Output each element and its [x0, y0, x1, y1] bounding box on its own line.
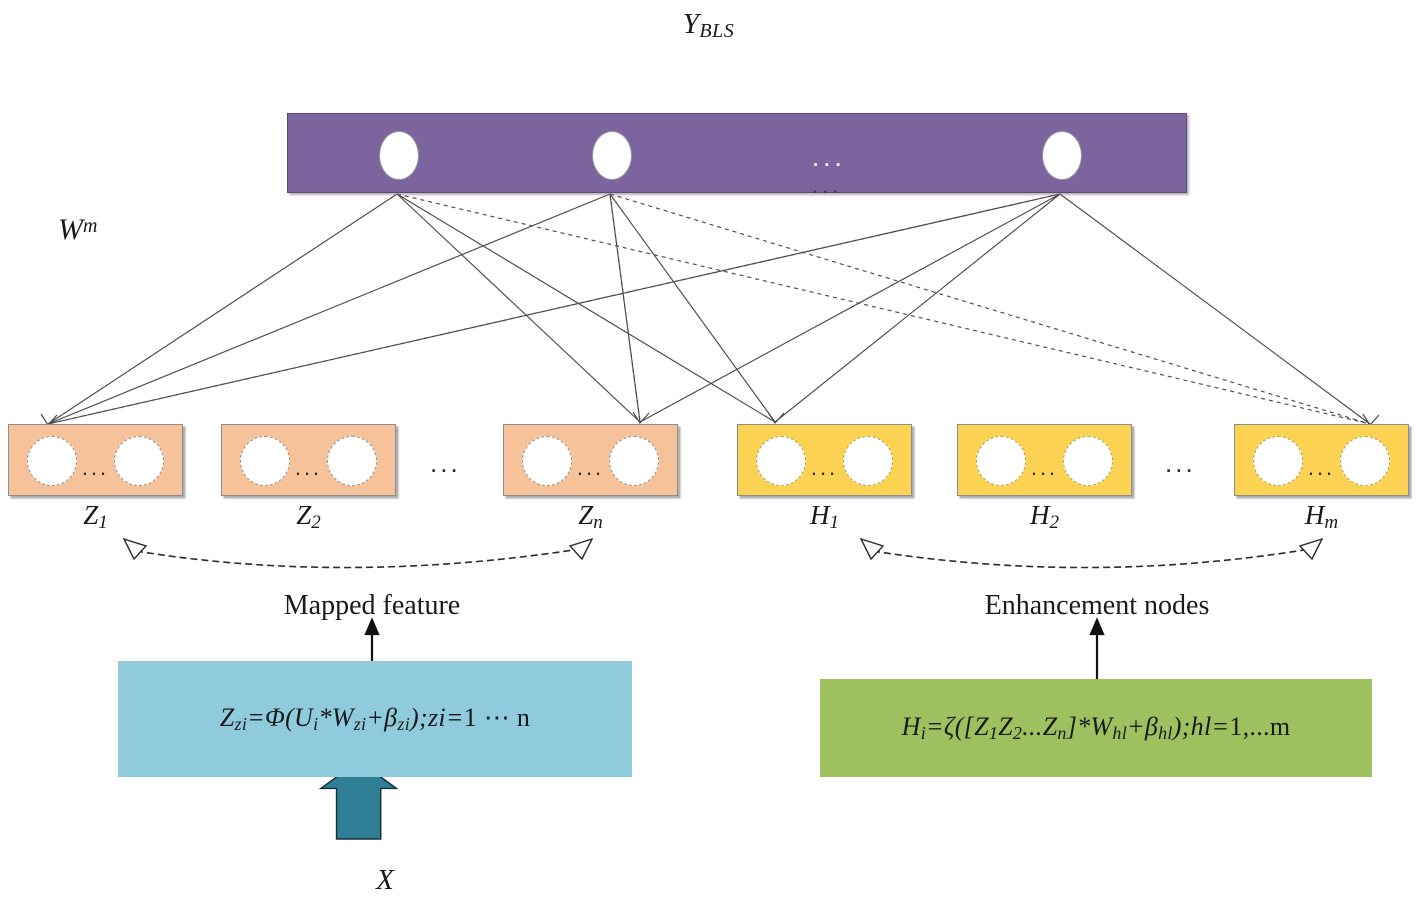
output-layer-bar[interactable]: ...	[287, 113, 1187, 193]
weight-label: Wm	[58, 213, 97, 247]
enhancement-node[interactable]	[843, 436, 893, 486]
mapped-feature-formula: Zzi=Φ(Ui*Wzi+βzi);zi=1 ⋯ n	[219, 703, 531, 734]
output-node[interactable]	[379, 131, 419, 180]
output-label-base: Y	[682, 8, 700, 40]
mapped-feature-formula-box: Zzi=Φ(Ui*Wzi+βzi);zi=1 ⋯ n	[118, 661, 632, 777]
output-layer-ellipsis: ...	[812, 142, 846, 172]
group-label-base: Z	[296, 500, 312, 530]
mapped-feature-caption: Mapped feature	[283, 590, 461, 621]
group-label-subscript: 1	[98, 512, 108, 533]
enhancement-node-ellipsis: ...	[810, 455, 839, 480]
enhancement-node[interactable]	[1340, 436, 1390, 486]
output-label-subscript: BLS	[699, 20, 735, 42]
enhancement-group-label-2: H2	[957, 500, 1132, 534]
mapped-feature-group-n[interactable]: ...	[503, 424, 678, 496]
enhancement-group-label-1: H1	[737, 500, 912, 534]
group-label-subscript: n	[593, 512, 603, 533]
enhancement-group-label-m: Hm	[1234, 500, 1409, 534]
enhancement-node[interactable]	[976, 436, 1026, 486]
output-label: YBLS	[0, 8, 1417, 43]
enhancement-node-ellipsis: ...	[1030, 455, 1059, 480]
group-label-subscript: 2	[1049, 512, 1060, 533]
output-layer-ellipsis-below: ...	[812, 173, 843, 198]
enhancement-group-ellipsis: ...	[1165, 448, 1196, 478]
enhancement-group-2[interactable]: ...	[957, 424, 1132, 496]
enhancement-node[interactable]	[1063, 436, 1113, 486]
mapped-feature-node[interactable]	[240, 436, 290, 486]
mapped-feature-group-label-n: Zn	[503, 500, 678, 534]
group-label-base: H	[810, 500, 830, 530]
group-label-base: Z	[578, 500, 594, 530]
weight-label-superscript: m	[83, 215, 98, 237]
output-node[interactable]	[592, 131, 632, 180]
mapped-feature-node[interactable]	[327, 436, 377, 486]
output-node[interactable]	[1042, 131, 1082, 180]
group-label-subscript: 1	[829, 512, 840, 533]
mapped-feature-group-label-1: Z1	[8, 500, 183, 534]
group-label-subscript: m	[1324, 512, 1339, 533]
mapped-feature-node-ellipsis: ...	[576, 455, 605, 480]
weight-label-base: W	[58, 213, 83, 246]
group-label-base: H	[1030, 500, 1050, 530]
mapped-feature-span-arc	[135, 548, 581, 569]
mapped-feature-group-ellipsis: ...	[430, 448, 461, 478]
mapped-feature-node[interactable]	[609, 436, 659, 486]
mapped-feature-node[interactable]	[27, 436, 77, 486]
enhancement-formula: Hi=ζ([Z1Z2...Zn]*Whl+βhl);hl=1,...m	[901, 712, 1291, 743]
group-label-base: H	[1304, 500, 1325, 530]
enhancement-formula-box: Hi=ζ([Z1Z2...Zn]*Whl+βhl);hl=1,...m	[820, 679, 1372, 777]
group-label-subscript: 2	[311, 512, 321, 533]
mapped-feature-group-2[interactable]: ...	[221, 424, 396, 496]
input-label: X	[376, 864, 394, 896]
mapped-feature-node[interactable]	[114, 436, 164, 486]
enhancement-node[interactable]	[756, 436, 806, 486]
mapped-feature-group-1[interactable]: ...	[8, 424, 183, 496]
enhancement-node[interactable]	[1253, 436, 1303, 486]
enhancement-group-m[interactable]: ...	[1234, 424, 1409, 496]
mapped-feature-group-label-2: Z2	[221, 500, 396, 534]
mapped-feature-node-ellipsis: ...	[81, 455, 110, 480]
mapped-feature-node-ellipsis: ...	[294, 455, 323, 480]
enhancement-caption: Enhancement nodes	[984, 590, 1210, 621]
enhancement-group-1[interactable]: ...	[737, 424, 912, 496]
enhancement-span-arc	[872, 548, 1311, 569]
enhancement-node-ellipsis: ...	[1307, 455, 1336, 480]
group-label-base: Z	[83, 500, 99, 530]
mapped-feature-node[interactable]	[522, 436, 572, 486]
